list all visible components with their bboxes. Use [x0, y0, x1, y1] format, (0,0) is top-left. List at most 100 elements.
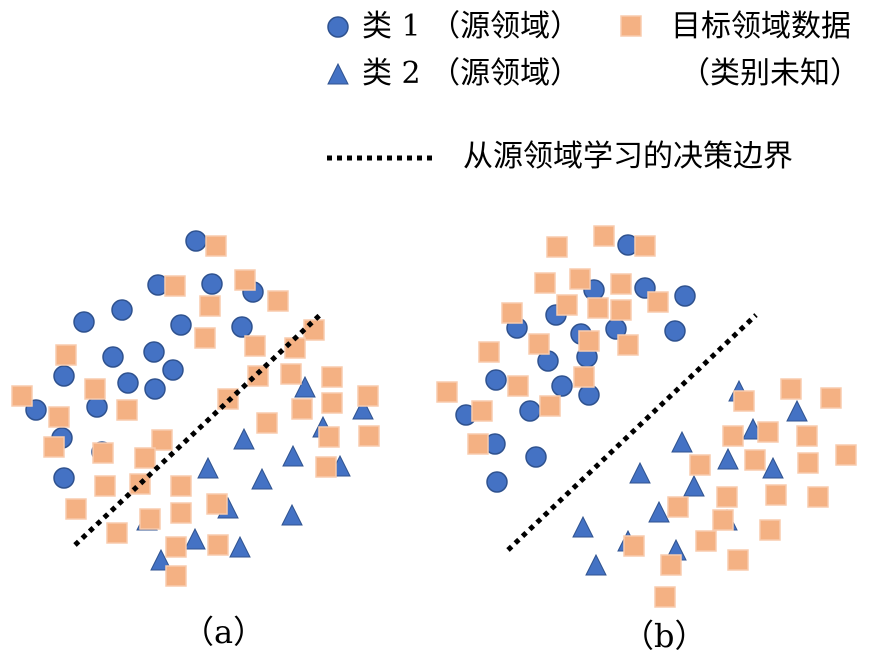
class2-triangle [717, 447, 739, 470]
class2-triangle [229, 535, 251, 558]
legend-target-label-line2: （类别未知） [680, 56, 860, 91]
class1-circle [664, 320, 686, 342]
target-square [170, 502, 192, 524]
class1-circle [486, 471, 508, 493]
target-square [467, 433, 489, 455]
target-square [660, 554, 682, 576]
target-square [610, 273, 632, 295]
target-square [578, 330, 600, 352]
class2-triangle [294, 375, 316, 398]
legend-circle-marker [327, 16, 349, 38]
class2-triangle [281, 503, 303, 526]
target-square [94, 475, 116, 497]
class2-triangle [671, 430, 693, 453]
target-square [244, 335, 266, 357]
target-square [206, 493, 228, 515]
target-square [722, 425, 744, 447]
target-square [757, 421, 779, 443]
target-square [170, 475, 192, 497]
target-square [623, 535, 645, 557]
target-square [199, 295, 221, 317]
class1-circle [144, 378, 166, 400]
target-square [65, 498, 87, 520]
target-square [139, 508, 161, 530]
target-square [106, 522, 128, 544]
class1-circle [578, 384, 600, 406]
target-square [129, 473, 151, 495]
legend-square-marker [620, 15, 642, 37]
target-square [534, 272, 556, 294]
class2-triangle [683, 474, 705, 497]
target-square [247, 365, 269, 387]
target-square [744, 449, 766, 471]
legend-boundary-label: 从源领域学习的决策边界 [463, 139, 793, 174]
target-square [92, 442, 114, 464]
target-square [205, 235, 227, 257]
target-square [165, 565, 187, 587]
target-square [667, 496, 689, 518]
target-square [280, 363, 302, 385]
target-square [780, 378, 802, 400]
class2-triangle [585, 553, 607, 576]
class1-circle [551, 375, 573, 397]
class1-circle [201, 273, 223, 295]
target-square [471, 400, 493, 422]
class1-circle [162, 359, 184, 381]
target-square [593, 225, 615, 247]
class2-triangle [629, 461, 651, 484]
target-square [318, 426, 340, 448]
class2-triangle [251, 467, 273, 490]
target-square [234, 269, 256, 291]
class1-circle [143, 341, 165, 363]
target-square [727, 549, 749, 571]
class2-triangle [184, 527, 206, 550]
decision-boundary [73, 311, 324, 547]
target-square [84, 378, 106, 400]
class1-circle [102, 346, 124, 368]
target-square [573, 366, 595, 388]
target-square [48, 406, 70, 428]
target-square [689, 454, 711, 476]
class1-circle [111, 299, 133, 321]
target-square [716, 486, 738, 508]
class1-circle [53, 467, 75, 489]
target-square [647, 291, 669, 313]
target-square [303, 319, 325, 341]
target-square [436, 381, 458, 403]
target-square [43, 436, 65, 458]
class2-triangle [197, 456, 219, 479]
target-square [507, 375, 529, 397]
target-square [654, 586, 676, 608]
target-square [315, 456, 337, 478]
class1-circle [185, 230, 207, 252]
target-square [357, 385, 379, 407]
target-square [546, 236, 568, 258]
class2-triangle [572, 515, 594, 538]
class2-triangle [648, 500, 670, 523]
legend-class1-label: 类 1 （源领域） [362, 9, 581, 44]
target-square [194, 327, 216, 349]
class2-triangle [352, 397, 374, 420]
target-square [256, 412, 278, 434]
target-square [207, 534, 229, 556]
target-square [807, 486, 829, 508]
class2-triangle [786, 399, 808, 422]
class1-circle [674, 285, 696, 307]
class1-circle [117, 372, 139, 394]
target-square [759, 519, 781, 541]
class1-circle [53, 365, 75, 387]
target-square [556, 294, 578, 316]
target-square [610, 299, 632, 321]
class1-circle [485, 369, 507, 391]
target-square [797, 452, 819, 474]
target-square [835, 444, 857, 466]
target-square [539, 395, 561, 417]
panel-b [436, 225, 857, 608]
target-square [634, 235, 656, 257]
legend-triangle-marker [327, 62, 349, 85]
class1-circle [231, 316, 253, 338]
decision-boundary [506, 313, 758, 552]
target-square [267, 290, 289, 312]
target-square [695, 530, 717, 552]
